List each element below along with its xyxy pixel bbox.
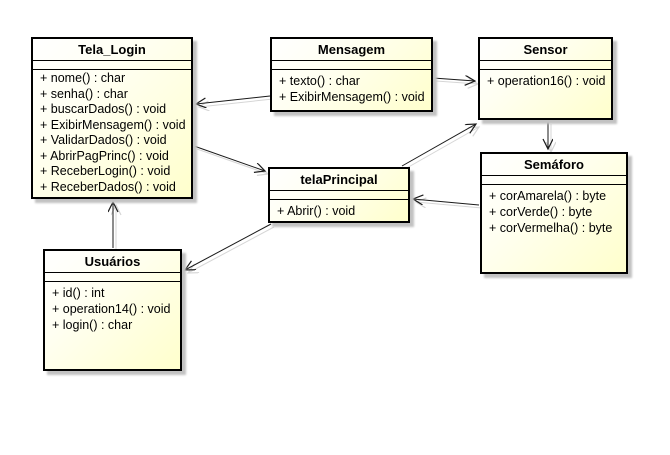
- operation: + operation16() : void: [487, 74, 606, 88]
- operation: + buscarDados() : void: [40, 102, 167, 116]
- attributes-compartment: [272, 61, 431, 70]
- operation: + id() : int: [52, 286, 105, 300]
- operation: + operation14() : void: [52, 302, 171, 316]
- class-usuarios[interactable]: Usuários + id() : int + operation14() : …: [43, 249, 182, 371]
- class-title: Semáforo: [482, 154, 626, 176]
- attributes-compartment: [480, 61, 611, 70]
- operation: + texto() : char: [279, 74, 360, 88]
- relation-mensagem-to-sensor[interactable]: [432, 78, 478, 84]
- class-sensor[interactable]: Sensor + operation16() : void: [478, 37, 613, 120]
- class-telaprincipal[interactable]: telaPrincipal + Abrir() : void: [268, 167, 410, 223]
- class-title: Mensagem: [272, 39, 431, 61]
- relation-sensor-to-semaforo[interactable]: [548, 121, 551, 152]
- relation-mensagem-to-tela-login[interactable]: [196, 95, 274, 107]
- relation-semaforo-to-telaprincipal[interactable]: [413, 199, 483, 209]
- operation: + ExibirMensagem() : void: [40, 117, 186, 132]
- attributes-compartment: [45, 273, 180, 282]
- operations-compartment: + id() : int + operation14() : void + lo…: [45, 282, 180, 336]
- attributes-compartment: [482, 176, 626, 185]
- operations-compartment: + operation16() : void: [480, 70, 611, 92]
- operation: + nome() : char: [40, 71, 126, 85]
- operations-compartment: + nome() : char + senha() : char + busca…: [33, 70, 191, 196]
- operation: + ReceberLogin() : void: [40, 164, 171, 178]
- operation: + AbrirPagPrinc() : void: [40, 148, 169, 163]
- attributes-compartment: [270, 191, 408, 200]
- class-mensagem[interactable]: Mensagem + texto() : char + ExibirMensag…: [270, 37, 433, 112]
- operation: + corAmarela() : byte: [489, 189, 607, 203]
- relation-telaprincipal-to-usuarios[interactable]: [185, 223, 275, 273]
- operation: + ValidarDados() : void: [40, 133, 167, 147]
- attributes-compartment: [33, 61, 191, 70]
- class-tela-login[interactable]: Tela_Login + nome() : char + senha() : c…: [31, 37, 193, 199]
- class-title: telaPrincipal: [270, 169, 408, 191]
- operations-compartment: + texto() : char + ExibirMensagem() : vo…: [272, 70, 431, 108]
- class-title: Sensor: [480, 39, 611, 61]
- operation: + ExibirMensagem() : void: [279, 90, 425, 104]
- operation: + login() : char: [52, 318, 133, 332]
- operation: + Abrir() : void: [277, 204, 356, 218]
- operation: + ReceberDados() : void: [40, 179, 176, 194]
- operations-compartment: + Abrir() : void: [270, 200, 408, 222]
- class-title: Tela_Login: [33, 39, 191, 61]
- relation-tela-login-to-telaprincipal[interactable]: [193, 145, 268, 174]
- operations-compartment: + corAmarela() : byte + corVerde() : byt…: [482, 185, 626, 239]
- class-semaforo[interactable]: Semáforo + corAmarela() : byte + corVerd…: [480, 152, 628, 274]
- relation-usuarios-to-tela-login[interactable]: [113, 202, 116, 251]
- operation: + senha() : char: [40, 86, 128, 101]
- relation-telaprincipal-to-sensor[interactable]: [401, 124, 479, 170]
- operation: + corVermelha() : byte: [489, 221, 613, 235]
- class-title: Usuários: [45, 251, 180, 273]
- operation: + corVerde() : byte: [489, 205, 593, 219]
